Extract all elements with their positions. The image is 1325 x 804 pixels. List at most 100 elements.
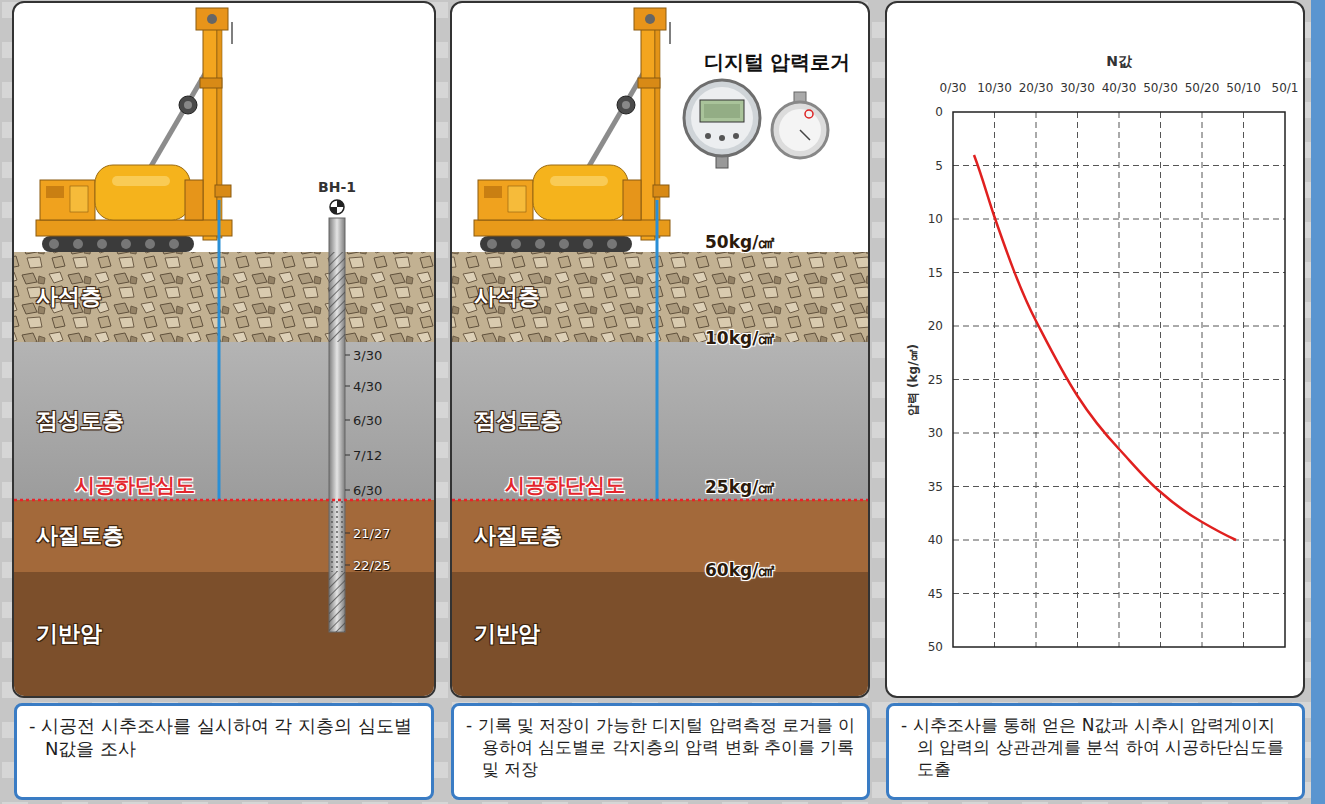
- text-anchor: 25: [928, 373, 943, 387]
- caption-box: - 시공전 시추조사를 실시하여 각 지층의 심도별 N값을 조사: [14, 703, 434, 800]
- analog-pressure-gauge: [779, 109, 821, 151]
- text-anchor: 10: [928, 212, 943, 226]
- depth-label: 시공하단심도: [505, 472, 625, 499]
- construction-depth-line: [452, 499, 868, 502]
- text-anchor: 3/30: [353, 348, 382, 363]
- chart-grid: [953, 112, 1285, 647]
- text-anchor: 22/25: [353, 558, 390, 573]
- chart-grid: [953, 486, 1285, 487]
- text-anchor: 시공하단심도: [505, 472, 625, 499]
- axis-tick: 10/30: [977, 81, 1012, 95]
- digital-pressure-gauge: [716, 152, 728, 168]
- text-anchor: 4/30: [353, 379, 382, 394]
- axis-tick: 15: [928, 266, 943, 280]
- axis-tick: 45: [928, 587, 943, 601]
- analog-pressure-gauge: [794, 92, 806, 104]
- layer-name: 사석층: [36, 282, 102, 312]
- text-anchor: 30/30: [1060, 81, 1095, 95]
- digital-pressure-gauge: [733, 133, 739, 139]
- page-background: [1311, 0, 1325, 804]
- text-anchor: 15: [928, 266, 943, 280]
- text-anchor: 45: [928, 587, 943, 601]
- caption-box: - 시추조사를 통해 얻은 N값과 시추시 압력게이지의 압력의 상관관계를 분…: [886, 703, 1305, 800]
- illustration: [656, 200, 659, 500]
- chart-grid: [1036, 112, 1037, 647]
- construction-depth-line: [14, 499, 434, 502]
- axis-tick: 30/30: [1060, 81, 1095, 95]
- chart-grid: [1202, 112, 1203, 647]
- borehole: [345, 533, 350, 534]
- borehole: [329, 252, 345, 342]
- text-anchor: 20: [928, 319, 943, 333]
- digital-pressure-gauge: [684, 80, 760, 156]
- text-anchor: 10kg/㎠: [705, 327, 775, 350]
- digital-pressure-gauge: [704, 104, 740, 118]
- borehole: [330, 207, 337, 214]
- axis-tick: 50/10: [1226, 81, 1261, 95]
- chart-grid: [1077, 112, 1078, 647]
- text-anchor: 5: [935, 159, 943, 173]
- axis-tick: 5: [935, 159, 943, 173]
- pressure-value: 10kg/㎠: [705, 327, 775, 350]
- axis-tick: 50: [928, 640, 943, 654]
- axis-tick: 40/30: [1102, 81, 1137, 95]
- text-anchor: 6/30: [353, 413, 382, 428]
- chart-grid: [953, 219, 1285, 220]
- text-anchor: 50/1: [1272, 81, 1299, 95]
- chart-grid: [994, 112, 995, 647]
- caption-box: - 기록 및 저장이 가능한 디지털 압력측정 로거를 이용하여 심도별로 각지…: [451, 703, 870, 800]
- text-anchor: 시공하단심도: [75, 472, 195, 499]
- text-anchor: 10/30: [977, 81, 1012, 95]
- illustration: [14, 252, 434, 342]
- text-anchor: 압력 (kg/㎠): [905, 344, 922, 416]
- borehole: [329, 500, 345, 572]
- text-anchor: 40: [928, 533, 943, 547]
- pressure-value: 25kg/㎠: [705, 476, 775, 499]
- digital-pressure-gauge: [691, 87, 753, 149]
- borehole: [329, 218, 345, 632]
- illustration: [218, 200, 221, 500]
- chart-grid: [953, 593, 1285, 594]
- text-anchor: 60kg/㎠: [705, 559, 775, 582]
- axis-tick: 25: [928, 373, 943, 387]
- borehole: [345, 420, 350, 421]
- text-anchor: 30: [928, 426, 943, 440]
- text-anchor: 25kg/㎠: [705, 476, 775, 499]
- borehole: [337, 200, 344, 207]
- axis-tick: 50/1: [1272, 81, 1299, 95]
- text-anchor: 7/12: [353, 448, 382, 463]
- chart-grid: [953, 165, 1285, 166]
- chart-grid: [1119, 112, 1120, 647]
- analog-pressure-gauge: [805, 110, 813, 118]
- layer-name: 점성토층: [474, 406, 562, 436]
- n-value: 6/30: [353, 413, 382, 428]
- soil-layer-band: 사석층: [452, 252, 868, 342]
- borehole: [345, 355, 350, 356]
- chart-frame: [953, 112, 1285, 647]
- n-value: 22/25: [353, 558, 390, 573]
- chart-grid: [953, 433, 1285, 434]
- axis-tick: 35: [928, 480, 943, 494]
- borehole: [345, 386, 350, 387]
- text-anchor: 0: [935, 105, 943, 119]
- text-anchor: N값: [1106, 53, 1132, 71]
- axis-tick: 50/30: [1143, 81, 1178, 95]
- analog-pressure-gauge: [800, 130, 810, 140]
- text-anchor: 디지털 압력로거: [704, 49, 851, 76]
- layer-name: 기반암: [474, 619, 540, 649]
- panel-title: 디지털 압력로거: [704, 49, 851, 76]
- text-anchor: 50kg/㎠: [705, 231, 775, 254]
- depth-label: 시공하단심도: [75, 472, 195, 499]
- text-anchor: 50: [928, 640, 943, 654]
- chart-grid: [953, 326, 1285, 327]
- layer-name: 기반암: [36, 619, 102, 649]
- digital-pressure-gauge: [705, 133, 711, 139]
- correlation-curve: [974, 155, 1236, 540]
- chart-grid: [1243, 112, 1244, 647]
- axis-tick: 0/30: [940, 81, 967, 95]
- axis-tick: 20: [928, 319, 943, 333]
- text-anchor: 20/30: [1019, 81, 1054, 95]
